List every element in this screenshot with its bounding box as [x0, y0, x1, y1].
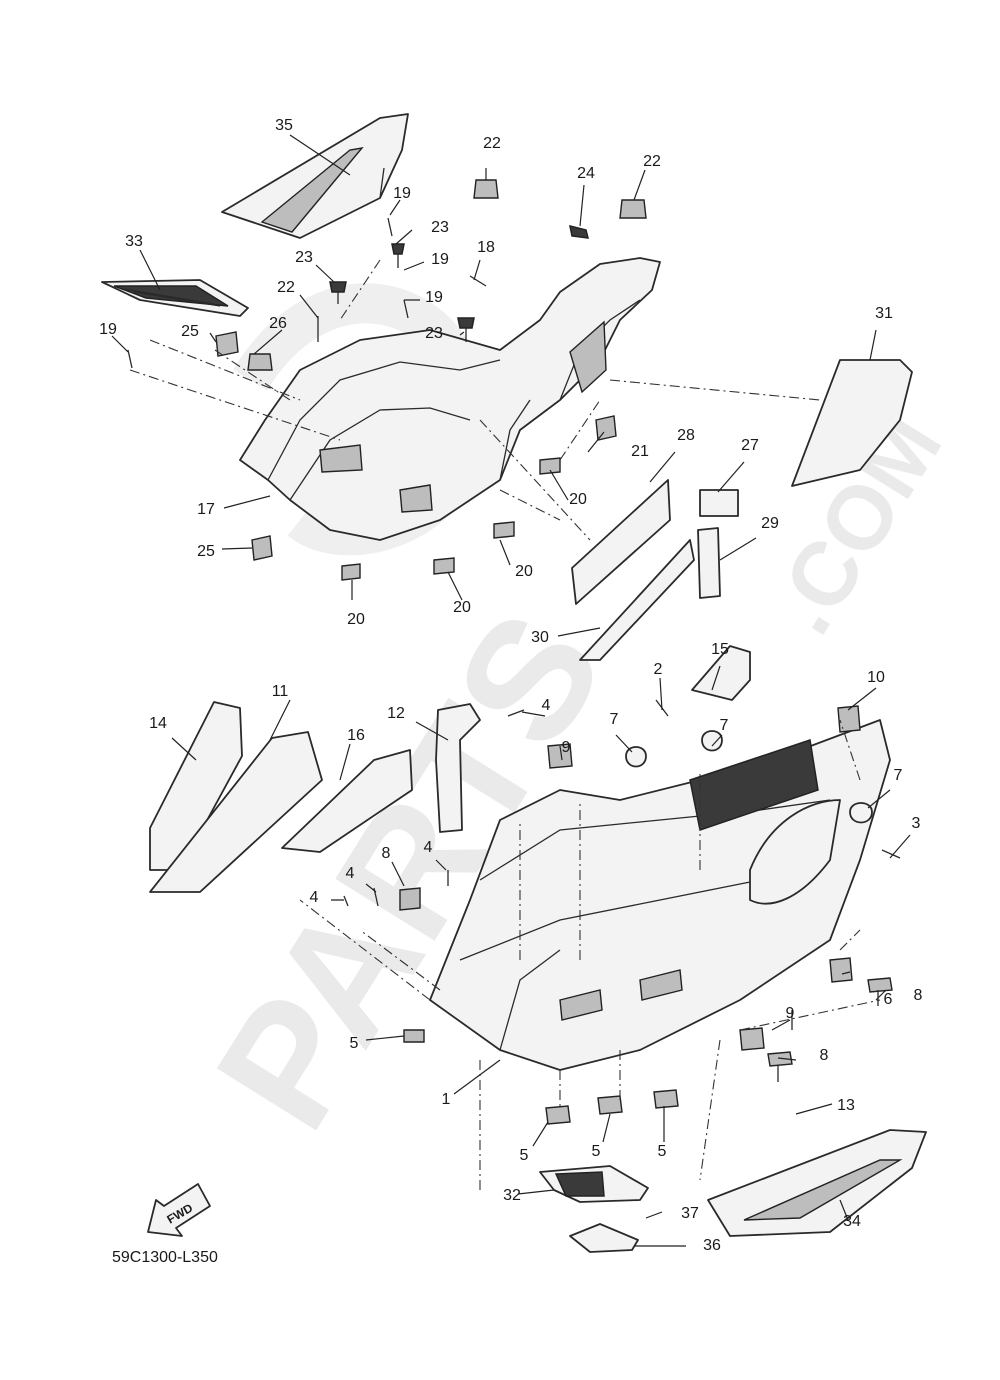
callout-30: 30: [531, 629, 549, 646]
callout-33: 33: [125, 233, 143, 250]
foam-pads-lower-left: [149, 645, 751, 893]
callout-20: 20: [347, 611, 365, 628]
callout-19: 19: [431, 251, 449, 268]
callout-20: 20: [569, 491, 587, 508]
callout-19: 19: [425, 289, 443, 306]
callout-1: 1: [442, 1091, 451, 1108]
callout-31: 31: [875, 305, 893, 322]
callout-6: 6: [884, 991, 893, 1008]
callout-3: 3: [912, 815, 921, 832]
callout-20: 20: [453, 599, 471, 616]
part-17-inner-panel: [239, 257, 661, 541]
callout-23: 23: [425, 325, 443, 342]
callout-14: 14: [149, 715, 167, 732]
callout-36: 36: [703, 1237, 721, 1254]
callout-9: 9: [562, 739, 571, 756]
callout-8: 8: [382, 845, 391, 862]
callout-17: 17: [197, 501, 215, 518]
callout-21: 21: [631, 443, 649, 460]
callout-4: 4: [346, 865, 355, 882]
diagram-code: 59C1300-L350: [112, 1249, 218, 1266]
callout-23: 23: [295, 249, 313, 266]
callout-10: 10: [867, 669, 885, 686]
callout-25: 25: [181, 323, 199, 340]
callout-22: 22: [277, 279, 295, 296]
lower-covers: [539, 1129, 927, 1253]
foam-pads-upper-right: [571, 359, 913, 661]
callout-29: 29: [761, 515, 779, 532]
callout-25: 25: [197, 543, 215, 560]
callout-22: 22: [643, 153, 661, 170]
callout-16: 16: [347, 727, 365, 744]
callout-18: 18: [477, 239, 495, 256]
callout-24: 24: [577, 165, 595, 182]
callout-7: 7: [610, 711, 619, 728]
callout-5: 5: [592, 1143, 601, 1160]
callout-27: 27: [741, 437, 759, 454]
callout-37: 37: [681, 1205, 699, 1222]
part-1-floorboard: [429, 719, 891, 1071]
callout-26: 26: [269, 315, 287, 332]
part-35-side-cover: [221, 113, 409, 239]
callout-32: 32: [503, 1187, 521, 1204]
callout-2: 2: [654, 661, 663, 678]
callout-4: 4: [424, 839, 433, 856]
callout-7: 7: [720, 717, 729, 734]
callout-19: 19: [99, 321, 117, 338]
callout-9: 9: [786, 1005, 795, 1022]
callout-15: 15: [711, 641, 729, 658]
fasteners-lower: [343, 699, 901, 1125]
callout-8: 8: [820, 1047, 829, 1064]
fasteners-upper: [127, 179, 647, 581]
callout-11: 11: [272, 683, 289, 700]
callout-23: 23: [431, 219, 449, 236]
callout-35: 35: [275, 117, 293, 134]
part-33-grille: [101, 279, 249, 317]
callout-19: 19: [393, 185, 411, 202]
callout-13: 13: [837, 1097, 855, 1114]
callout-5: 5: [350, 1035, 359, 1052]
callout-5: 5: [658, 1143, 667, 1160]
callout-34: 34: [843, 1213, 861, 1230]
assembly-lines: [129, 259, 881, 1190]
callout-labels: 35 33 22 22 24 19 23 19 18 23 19 22 26 2…: [99, 117, 922, 1254]
callout-4: 4: [542, 697, 551, 714]
callout-20: 20: [515, 563, 533, 580]
callout-5: 5: [520, 1147, 529, 1164]
callout-7: 7: [894, 767, 903, 784]
callout-28: 28: [677, 427, 695, 444]
leader-lines: [111, 134, 911, 1247]
callout-8: 8: [914, 987, 923, 1004]
callout-22: 22: [483, 135, 501, 152]
callout-12: 12: [387, 705, 405, 722]
fwd-arrow-icon: FWD: [147, 1183, 211, 1237]
callout-4: 4: [310, 889, 319, 906]
